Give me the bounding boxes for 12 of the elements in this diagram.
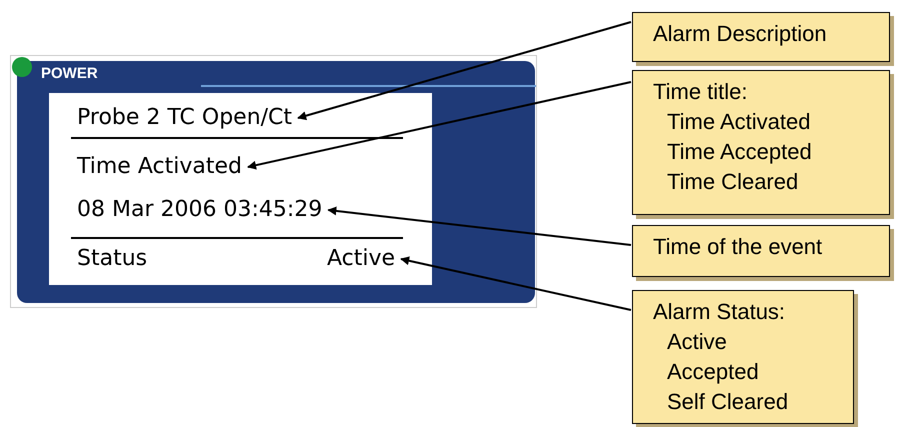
leader-arrow xyxy=(327,206,632,246)
display-text: Time Activated xyxy=(77,154,242,180)
leader-arrow xyxy=(297,21,632,120)
power-label: POWER xyxy=(41,65,98,82)
display-text: 08 Mar 2006 03:45:29 xyxy=(77,197,322,223)
leader-arrow xyxy=(247,81,632,170)
display-text: Active xyxy=(327,246,396,272)
leader-arrow xyxy=(400,256,632,311)
display-text: Status xyxy=(77,246,148,272)
display-screen xyxy=(49,93,432,285)
device-panel xyxy=(10,55,537,308)
display-text: Probe 2 TC Open/Ct xyxy=(77,105,292,131)
